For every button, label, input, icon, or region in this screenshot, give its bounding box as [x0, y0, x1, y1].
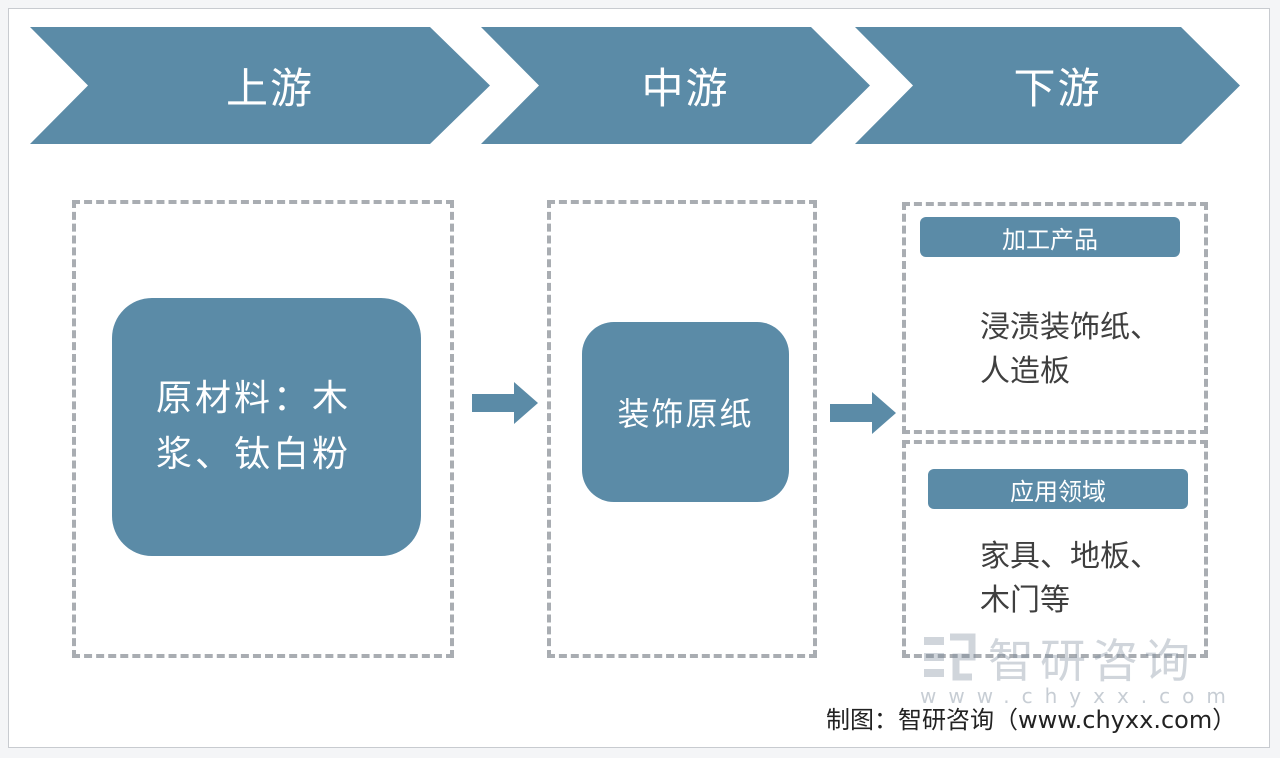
- arrow-right-icon: [472, 382, 538, 424]
- watermark: 智研咨询: [922, 628, 1252, 688]
- stage-midstream-label: 中游: [641, 64, 730, 113]
- midstream-decor-paper-box: 装饰原纸: [582, 322, 789, 502]
- arrow-right-icon: [830, 392, 896, 434]
- processed-products-title: 加工产品: [920, 217, 1180, 257]
- application-text: 家具、地板、 木门等: [980, 535, 1185, 623]
- upstream-dashed-box: [72, 200, 454, 658]
- upstream-text-line2: 浆、钛白粉: [156, 434, 352, 475]
- stage-upstream-label: 上游: [225, 64, 314, 113]
- application-line2: 木门等: [980, 583, 1070, 618]
- stage-downstream-label: 下游: [1013, 64, 1102, 113]
- stage-upstream-chevron: 上游: [30, 27, 490, 144]
- stage-downstream-chevron: 下游: [855, 27, 1240, 144]
- processed-products-text: 浸渍装饰纸、 人造板: [980, 306, 1185, 394]
- processed-products-line2: 人造板: [980, 354, 1070, 389]
- upstream-text-line1: 原材料：木: [156, 378, 352, 419]
- upstream-raw-materials-box: 原材料：木 浆、钛白粉: [112, 298, 421, 556]
- midstream-dashed-box: [547, 200, 817, 658]
- processed-products-dashed-box: [902, 202, 1208, 434]
- midstream-text: 装饰原纸: [617, 395, 754, 433]
- application-dashed-box: [902, 440, 1208, 658]
- application-line1: 家具、地板、: [980, 539, 1160, 574]
- credit-text: 制图：智研咨询（www.chyxx.com）: [826, 706, 1237, 734]
- stage-midstream-chevron: 中游: [481, 27, 870, 144]
- processed-products-line1: 浸渍装饰纸、: [980, 310, 1160, 345]
- watermark-brand: 智研咨询: [988, 634, 1196, 688]
- brand-logo-icon: [924, 633, 976, 681]
- watermark-url: www.chyxx.com: [920, 684, 1238, 708]
- application-title: 应用领域: [928, 469, 1188, 509]
